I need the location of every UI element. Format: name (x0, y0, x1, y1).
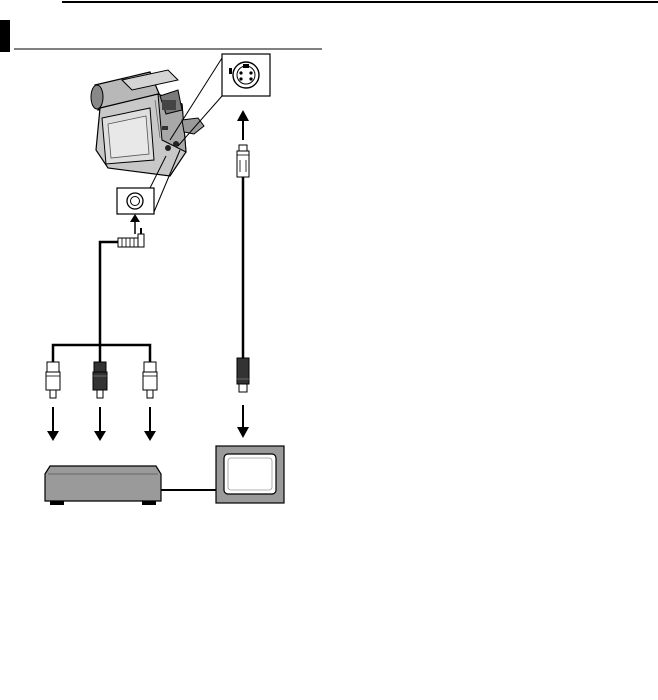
vcr-illustration (45, 466, 161, 505)
rca-plug-left (46, 362, 60, 398)
arrow-down-right-icon (144, 407, 156, 441)
s-video-jack-callout (222, 54, 270, 96)
av-mini-plug (118, 228, 144, 247)
arrow-up-av-icon (130, 214, 140, 234)
arrow-down-left-icon (47, 407, 59, 441)
rca-plug-right (143, 362, 157, 398)
section-marker (0, 20, 10, 52)
s-video-cable (237, 110, 249, 438)
tv-illustration (216, 446, 284, 503)
camcorder-illustration (91, 70, 204, 176)
av-cable (53, 242, 150, 362)
rca-plug-center (93, 362, 107, 398)
arrow-down-center-icon (94, 407, 106, 441)
av-jack-callout (117, 188, 154, 214)
